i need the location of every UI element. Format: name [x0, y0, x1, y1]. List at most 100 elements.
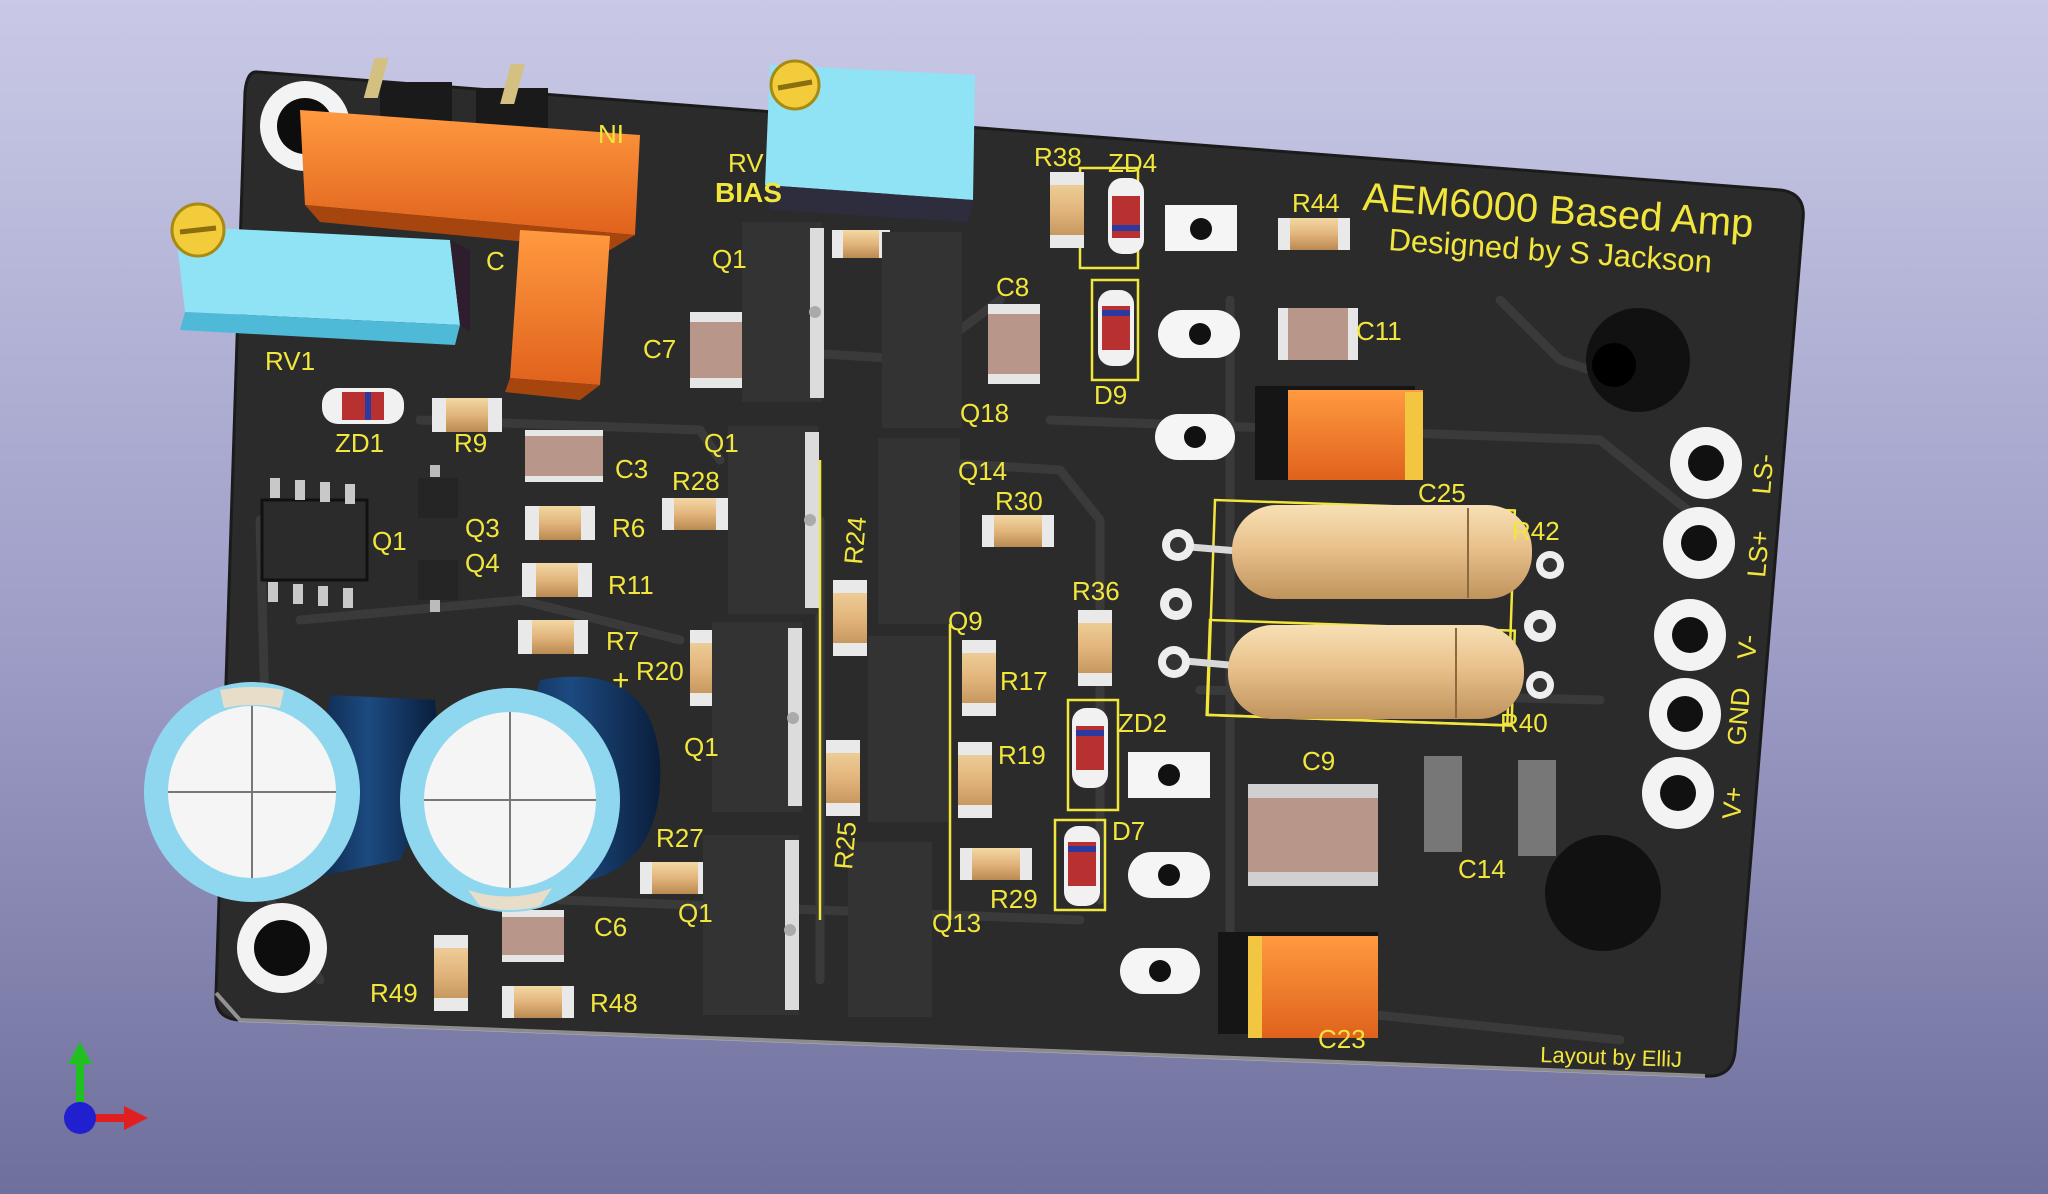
terminal-label-v-minus: V-	[1731, 633, 1763, 660]
capacitor-c3	[525, 430, 603, 482]
terminal-ls-plus	[1663, 507, 1735, 579]
label-q3: Q3	[465, 513, 500, 543]
y-axis-head	[68, 1042, 92, 1064]
electrolytic-capacitor-right: +	[400, 664, 661, 912]
label-plus: +	[612, 664, 630, 697]
tantalum-c23	[1218, 932, 1378, 1038]
label-r44: R44	[1292, 188, 1340, 218]
terminal-v-plus	[1642, 757, 1714, 829]
label-r40: R40	[1500, 708, 1548, 738]
label-r48: R48	[590, 988, 638, 1018]
axis-gizmo	[64, 1042, 148, 1134]
terminal-label-ls-minus: LS-	[1746, 453, 1779, 496]
transistor-q16	[742, 222, 824, 402]
label-q15: Q1	[684, 732, 719, 762]
label-d9: D9	[1094, 380, 1127, 410]
electrolytic-capacitor-left	[144, 682, 437, 902]
output-terminals[interactable]: LS- LS+ V- GND V+	[1642, 427, 1780, 829]
label-rv1: RV1	[265, 346, 315, 376]
transistor-q3: Q3	[418, 465, 500, 543]
through-hole-pads	[1120, 205, 1556, 994]
capacitor-c9	[1248, 784, 1378, 886]
transistor-q17	[728, 426, 819, 614]
label-r49: R49	[370, 978, 418, 1008]
resistor-r11	[522, 563, 592, 597]
capacitor-c6	[502, 910, 564, 962]
capacitor-c14	[1424, 756, 1556, 856]
label-bias: BIAS	[715, 177, 782, 208]
resistor-r9	[432, 398, 502, 432]
diodes	[322, 178, 1144, 906]
label-c9: C9	[1302, 746, 1335, 776]
transistor-q18	[882, 232, 962, 428]
capacitor-c-top: C NI	[300, 110, 640, 400]
label-q13: Q13	[932, 908, 981, 938]
resistor-r49	[434, 935, 468, 1011]
transistor-q12	[703, 835, 799, 1015]
label-rv2: RV	[728, 148, 764, 178]
label-r11: R11	[608, 570, 654, 600]
label-q18: Q18	[960, 398, 1009, 428]
label-c23: C23	[1318, 1024, 1366, 1054]
label-zd2: ZD2	[1118, 708, 1167, 738]
label-input: NI	[598, 119, 624, 149]
zener-zd2	[1072, 708, 1108, 788]
label-r25: R25	[828, 820, 862, 870]
label-r19: R19	[998, 740, 1046, 770]
capacitor-c7	[690, 312, 750, 388]
resistor-r24	[833, 580, 867, 656]
resistor-r29	[960, 848, 1032, 880]
transistor-q15	[712, 622, 802, 812]
transistor-q9	[868, 636, 948, 822]
resistor-r19	[958, 742, 992, 818]
label-q14: Q14	[958, 456, 1007, 486]
reference-designators: ZD1 R9 C3 R28 R6 R11 R7 R20 C7 C8 Q1 Q18…	[335, 142, 1560, 1054]
trimpot-rv1[interactable]: RV1	[170, 202, 470, 376]
terminal-label-ls-plus: LS+	[1741, 529, 1775, 578]
label-c25: C25	[1418, 478, 1466, 508]
label-r38: R38	[1034, 142, 1082, 172]
trimpot-bias[interactable]: RV BIAS	[715, 59, 975, 222]
transistor-q13	[848, 842, 932, 1017]
capacitor-c8	[988, 304, 1040, 384]
power-resistor-r42	[1162, 505, 1564, 599]
power-resistor-r40	[1158, 625, 1554, 719]
terminal-label-v-plus: V+	[1716, 786, 1749, 821]
label-q16: Q1	[712, 244, 747, 274]
resistor-r28	[662, 498, 728, 530]
ceramic-capacitors	[502, 304, 1556, 962]
resistor-r7	[518, 620, 588, 654]
label-c3: C3	[615, 454, 648, 484]
label-zd1: ZD1	[335, 428, 384, 458]
resistor-r48	[502, 986, 574, 1018]
label-q9: Q9	[948, 606, 983, 636]
label-r17: R17	[1000, 666, 1048, 696]
smd-resistors	[432, 172, 1350, 1018]
label-r9: R9	[454, 428, 487, 458]
resistor-r6	[525, 506, 595, 540]
label-r7: R7	[606, 626, 639, 656]
label-c7: C7	[643, 334, 676, 364]
label-d7: D7	[1112, 816, 1145, 846]
resistor-r25	[826, 740, 860, 816]
label-c14: C14	[1458, 854, 1506, 884]
resistor-r44	[1278, 218, 1350, 250]
zener-zd4	[1108, 178, 1144, 254]
label-r42: R42	[1512, 516, 1560, 546]
label-r30: R30	[995, 486, 1043, 516]
diode-d9	[1098, 290, 1134, 366]
label-q1: Q1	[372, 526, 407, 556]
label-c11: C11	[1356, 316, 1402, 346]
zener-zd1	[322, 388, 404, 424]
resistor-r30	[982, 515, 1054, 547]
label-q17: Q1	[704, 428, 739, 458]
label-r29: R29	[990, 884, 1038, 914]
label-r36: R36	[1072, 576, 1120, 606]
resistor-r27	[640, 862, 710, 894]
label-r24: R24	[838, 515, 872, 565]
layout-credit: Layout by ElliJ	[1540, 1042, 1683, 1072]
label-r6: R6	[612, 513, 645, 543]
label-r20: R20	[636, 656, 684, 686]
diode-d7	[1064, 826, 1100, 906]
